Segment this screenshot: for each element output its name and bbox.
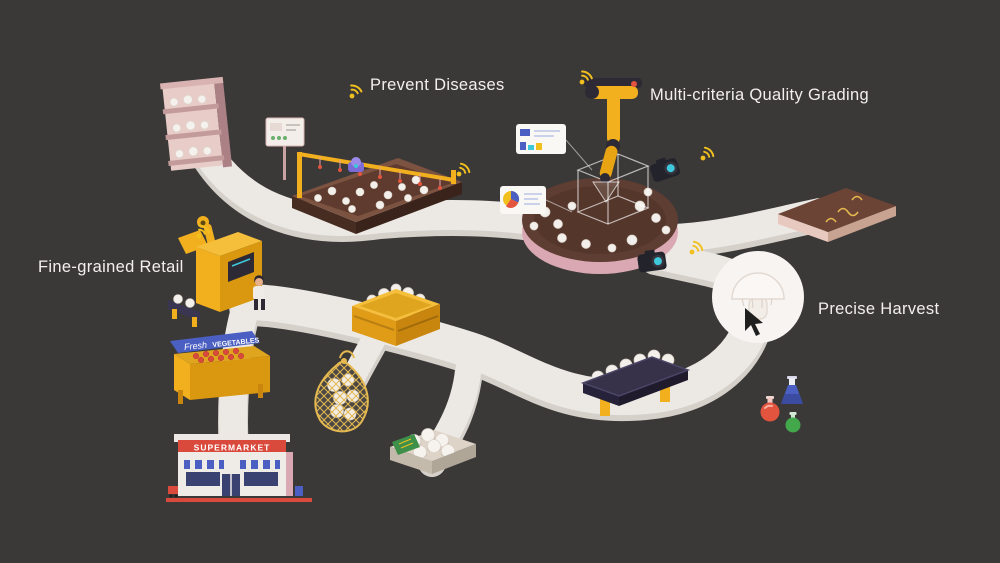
supermarket-banner-text: SUPERMARKET <box>194 443 271 453</box>
harvest-badge <box>712 251 804 343</box>
cursor-icon <box>745 308 763 336</box>
gripper-funnel <box>592 181 620 203</box>
drip-drops <box>318 165 442 190</box>
arm-indicator-light <box>631 81 637 87</box>
bin <box>295 486 303 496</box>
robot-arm <box>584 78 642 203</box>
bed-mushrooms <box>314 175 429 213</box>
camera-icon <box>649 157 681 182</box>
net-bag <box>314 350 369 433</box>
label-quality-grading: Multi-criteria Quality Grading <box>650 86 869 104</box>
flasks <box>760 376 803 433</box>
signal-icon <box>455 162 471 178</box>
dashboard-card-2 <box>500 186 546 214</box>
camera-icon-2 <box>637 249 667 273</box>
conveyor-belt <box>580 349 691 416</box>
supermarket-banner <box>178 440 286 454</box>
label-prevent-diseases: Prevent Diseases <box>370 76 505 94</box>
dashboard-card-1 <box>516 124 566 154</box>
board-pole <box>283 146 286 180</box>
flask-green-icon <box>785 412 801 433</box>
rail-post-left <box>297 152 302 198</box>
substrate-board <box>778 188 896 242</box>
signal-icon <box>346 82 364 100</box>
growing-bed <box>265 117 462 234</box>
sprinkler-rail <box>298 152 455 182</box>
flask-blue-icon <box>781 376 803 404</box>
tomatoes <box>192 347 245 364</box>
signal-icon <box>699 146 715 162</box>
worker-person <box>253 275 265 310</box>
mushroom-pack <box>390 428 476 474</box>
mycelium-squiggles <box>825 195 863 223</box>
grading-station <box>500 78 681 274</box>
awning-right <box>240 460 280 469</box>
mushroom-icon <box>731 272 785 320</box>
stand-sign <box>170 331 260 353</box>
stand-sign-text: Fresh VEGETABLES <box>183 329 260 354</box>
cleaning-robot <box>348 157 364 172</box>
sorting-machine <box>168 216 265 327</box>
rail-post-right <box>451 170 456 184</box>
mushroom-crate <box>352 283 440 346</box>
shopping-cart <box>168 486 178 498</box>
label-fine-grained-retail: Fine-grained Retail <box>38 258 184 276</box>
awning-left <box>184 460 224 469</box>
mushroom-shelf <box>159 76 233 171</box>
window-left <box>186 472 220 486</box>
monitor-board <box>265 117 305 147</box>
shelf-mushrooms <box>169 94 212 159</box>
label-precise-harvest: Precise Harvest <box>818 300 940 318</box>
vegetable-stand: Fresh VEGETABLES <box>170 329 270 404</box>
pack-label <box>392 434 420 455</box>
flask-red-icon <box>760 396 780 422</box>
supermarket-building: SUPERMARKET <box>166 434 312 502</box>
window-right <box>244 472 278 486</box>
